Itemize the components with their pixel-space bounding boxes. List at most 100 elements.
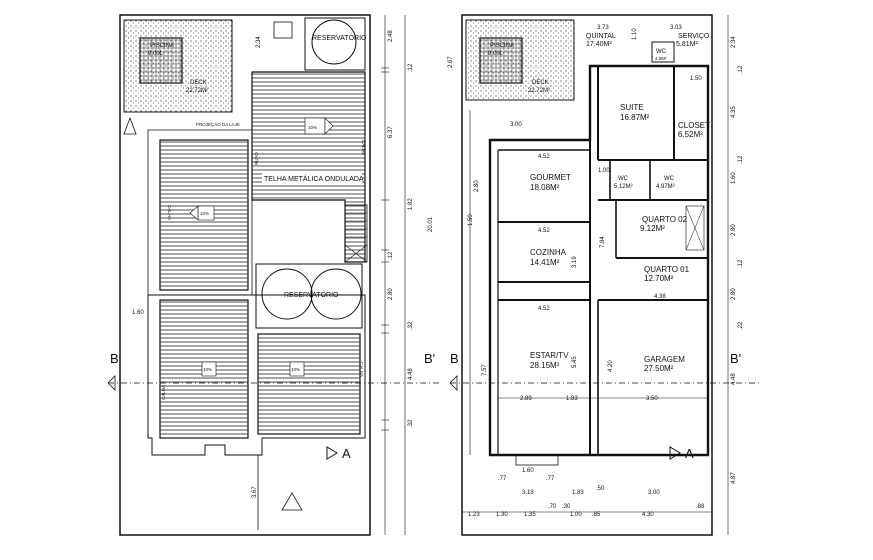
left-mid-tank-1 — [261, 268, 313, 320]
right-wc1-label: WC — [618, 176, 629, 182]
right-quintal-area: 17.40M² — [586, 41, 612, 48]
right-wc-top-area: 4.0M² — [655, 56, 667, 61]
right-deck-area-label: 22.72M² — [528, 88, 550, 94]
right-dim-b30: .30 — [562, 504, 571, 510]
right-section-b-prime: B' — [730, 351, 741, 366]
right-dim-l757: 7.57 — [482, 364, 488, 376]
right-wc-top-box — [651, 41, 675, 63]
right-dim-b100: 1.00 — [570, 512, 582, 518]
right-garagem-area: 27.50M² — [644, 364, 674, 373]
right-house-walls — [488, 64, 710, 457]
right-dim-319: 3.19 — [572, 256, 578, 268]
right-pool-size: 9.00L — [488, 51, 504, 57]
right-dim-l150: 1.50 — [468, 214, 474, 226]
left-section-b: B — [110, 351, 119, 366]
right-dim-77a: .77 — [498, 476, 507, 482]
left-roof-label-bg — [262, 172, 362, 184]
left-roof-label: TELHA METÁLICA ONDULADA — [264, 174, 364, 183]
right-quarto01-label: QUARTO 01 — [644, 265, 690, 274]
right-entry-step — [515, 454, 559, 466]
left-dim-448: 4.48 — [408, 368, 414, 380]
right-dim-150: 1.50 — [690, 76, 702, 82]
right-dim-r22: .22 — [738, 321, 744, 330]
right-pool — [479, 37, 523, 84]
slope-label-2: 10% — [200, 211, 209, 216]
right-dim-183b: 1.83 — [572, 490, 584, 496]
right-quarto02-label: QUARTO 02 — [642, 215, 688, 224]
left-pool-size: 9.00L — [148, 51, 164, 57]
left-dim-637: 6.37 — [388, 126, 394, 138]
right-gourmet-area: 18.08M² — [530, 183, 560, 192]
right-dim-r12c: .12 — [738, 259, 744, 268]
right-dim-545: 5.45 — [572, 356, 578, 368]
right-dim-452c: 4.52 — [538, 306, 550, 312]
left-detail-label: A — [342, 446, 351, 461]
left-north-marker-icon — [281, 492, 303, 511]
right-closet-label: CLOSET — [678, 121, 710, 130]
right-dim-l267: 2.67 — [448, 56, 454, 68]
left-deck-label: DECK — [190, 80, 207, 86]
right-dim-303: 3.03 — [670, 25, 682, 31]
right-floor-plan: PISCINA 9.00L DECK 22.72M² QUINTAL 17.40… — [448, 14, 760, 536]
left-metal-roof-se — [257, 333, 361, 435]
right-detail-marker-icon — [669, 446, 681, 460]
right-dim-50: .50 — [596, 486, 605, 492]
right-wardrobe — [685, 205, 705, 251]
right-dim-r448: 4.48 — [731, 373, 737, 385]
right-wc-top-label: WC — [656, 49, 667, 55]
left-top-reservoir-box — [304, 17, 366, 71]
right-wc2-label: WC — [664, 176, 675, 182]
right-dim-784: 7.84 — [600, 236, 606, 248]
left-dim-160: 1.60 — [132, 310, 144, 316]
right-dim-452a: 4.52 — [538, 154, 550, 160]
left-dim-280: 2.80 — [388, 288, 394, 300]
right-section-b: B — [450, 351, 459, 366]
right-quarto02-area: 9.12M² — [640, 224, 665, 233]
left-calha-left: CALHA — [167, 205, 172, 220]
right-dim-r487: 4.87 — [731, 472, 737, 484]
left-rufo-label: RUFO — [254, 152, 259, 165]
right-site-boundary — [461, 14, 713, 536]
left-detail-marker-icon — [326, 446, 338, 460]
right-dim-313: 3.13 — [522, 490, 534, 496]
left-mid-reservoir-box — [255, 263, 363, 329]
left-dim-12b: .12 — [388, 251, 394, 260]
right-cozinha-label: COZINHA — [530, 248, 567, 257]
right-estar-label: ESTAR/TV — [530, 351, 569, 360]
left-pool-label: PISCINA — [150, 43, 174, 49]
left-dim-248: 2.48 — [388, 30, 394, 42]
slope-label-1: 10% — [308, 125, 317, 130]
right-pool-label: PISCINA — [490, 43, 514, 49]
right-dim-r280a: 2.80 — [731, 224, 737, 236]
right-dim-373: 3.73 — [597, 25, 609, 31]
right-dim-r435: 4.35 — [731, 106, 737, 118]
left-dim-234: 2.34 — [256, 36, 262, 48]
right-wc1-area: 5.12M² — [614, 184, 633, 190]
left-dim-12a: .12 — [408, 63, 414, 72]
right-dim-350: 3.50 — [646, 396, 658, 402]
left-calha-sw: CALHA — [161, 385, 166, 400]
left-section-b-prime: B' — [424, 351, 435, 366]
slope-label-4: 10% — [291, 367, 300, 372]
right-closet-area: 6.52M² — [678, 130, 703, 139]
right-dim-100: 1.00 — [598, 168, 610, 174]
right-dim-b430: 4.30 — [642, 512, 654, 518]
right-dim-b85: .85 — [592, 512, 601, 518]
left-section-arrow-icon — [107, 375, 116, 391]
right-suite-label: SUITE — [620, 103, 644, 112]
right-dim-b135: 1.35 — [524, 512, 536, 518]
right-dim-110: 1.10 — [632, 28, 638, 40]
left-top-reservoir-tank — [311, 19, 357, 65]
left-dim-32b: .32 — [408, 419, 414, 428]
left-top-reservoir-label: RESERVATÓRIO — [312, 33, 367, 42]
right-dim-300b: 3.00 — [648, 490, 660, 496]
right-servico-area: 5.81M² — [676, 41, 698, 48]
left-metal-roof-upper — [251, 71, 366, 263]
left-corner-marker-icon — [123, 116, 137, 135]
right-garagem-label: GARAGEM — [644, 355, 685, 364]
left-calha-right: CALHA — [361, 140, 366, 155]
right-dim-b130: 1.30 — [496, 512, 508, 518]
right-dim-r280b: 2.80 — [731, 288, 737, 300]
